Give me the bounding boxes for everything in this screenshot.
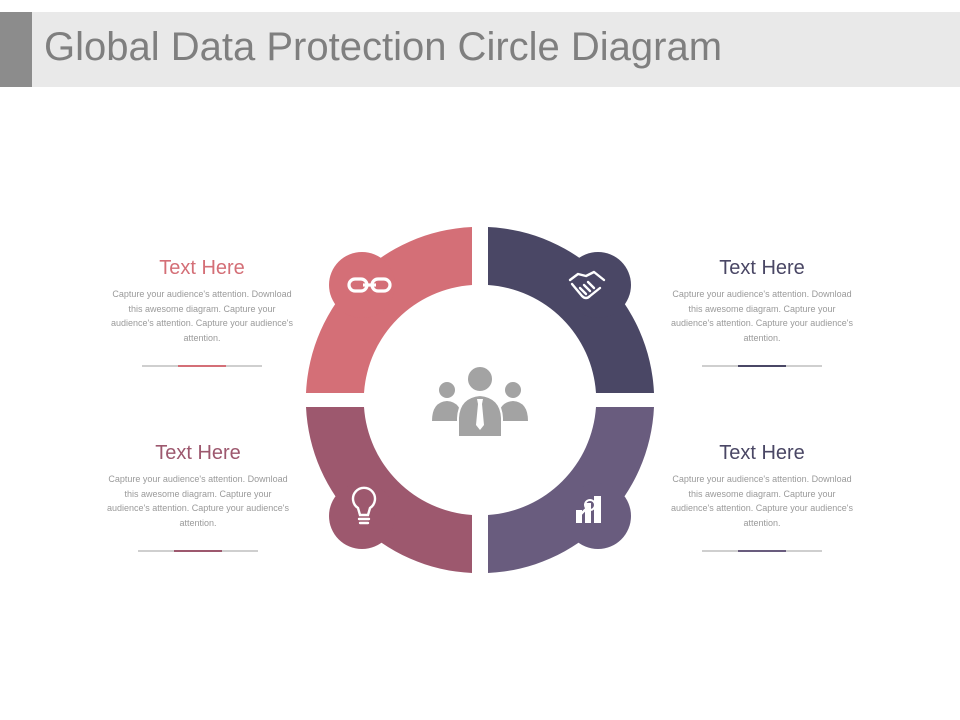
page-title: Global Data Protection Circle Diagram [44, 25, 723, 69]
text-block-divider [702, 365, 822, 367]
text-block-heading: Text Here [719, 257, 805, 279]
text-block-divider [702, 550, 822, 552]
segment-top-right [488, 227, 654, 393]
divider-accent [738, 550, 786, 552]
segment-bottom-left [306, 407, 472, 573]
chart-growth-icon [576, 496, 601, 523]
text-block-bottom-left: Text Here Capture your audience's attent… [98, 441, 298, 552]
team-icon [432, 365, 528, 438]
segment-top-left-arc [306, 227, 472, 393]
text-block-heading: Text Here [155, 442, 241, 464]
lightbulb-icon [351, 486, 377, 525]
text-block-divider [142, 365, 262, 367]
text-block-body: Capture your audience's attention. Downl… [670, 474, 854, 528]
text-block-body: Capture your audience's attention. Downl… [106, 474, 290, 528]
text-block-body: Capture your audience's attention. Downl… [110, 289, 294, 343]
segment-bottom-right [488, 407, 654, 573]
text-block-heading: Text Here [719, 442, 805, 464]
chain-link-icon [347, 277, 392, 293]
text-block-top-right: Text Here Capture your audience's attent… [662, 256, 862, 367]
segment-bottom-left-arc [306, 407, 472, 573]
divider-accent [178, 365, 226, 367]
text-block-heading: Text Here [159, 257, 245, 279]
text-block-body: Capture your audience's attention. Downl… [670, 289, 854, 343]
segment-bottom-right-arc [488, 407, 654, 573]
segment-top-left-badge [329, 252, 395, 318]
divider-accent [738, 365, 786, 367]
title-bar: Global Data Protection Circle Diagram [0, 12, 960, 87]
segment-top-right-badge [565, 252, 631, 318]
segment-top-left [306, 227, 472, 393]
divider-accent [174, 550, 222, 552]
text-block-top-left: Text Here Capture your audience's attent… [102, 256, 302, 367]
segment-top-right-arc [488, 227, 654, 393]
text-block-bottom-right: Text Here Capture your audience's attent… [662, 441, 862, 552]
text-block-divider [138, 550, 258, 552]
handshake-icon [568, 270, 606, 300]
title-accent-bar [0, 12, 32, 87]
